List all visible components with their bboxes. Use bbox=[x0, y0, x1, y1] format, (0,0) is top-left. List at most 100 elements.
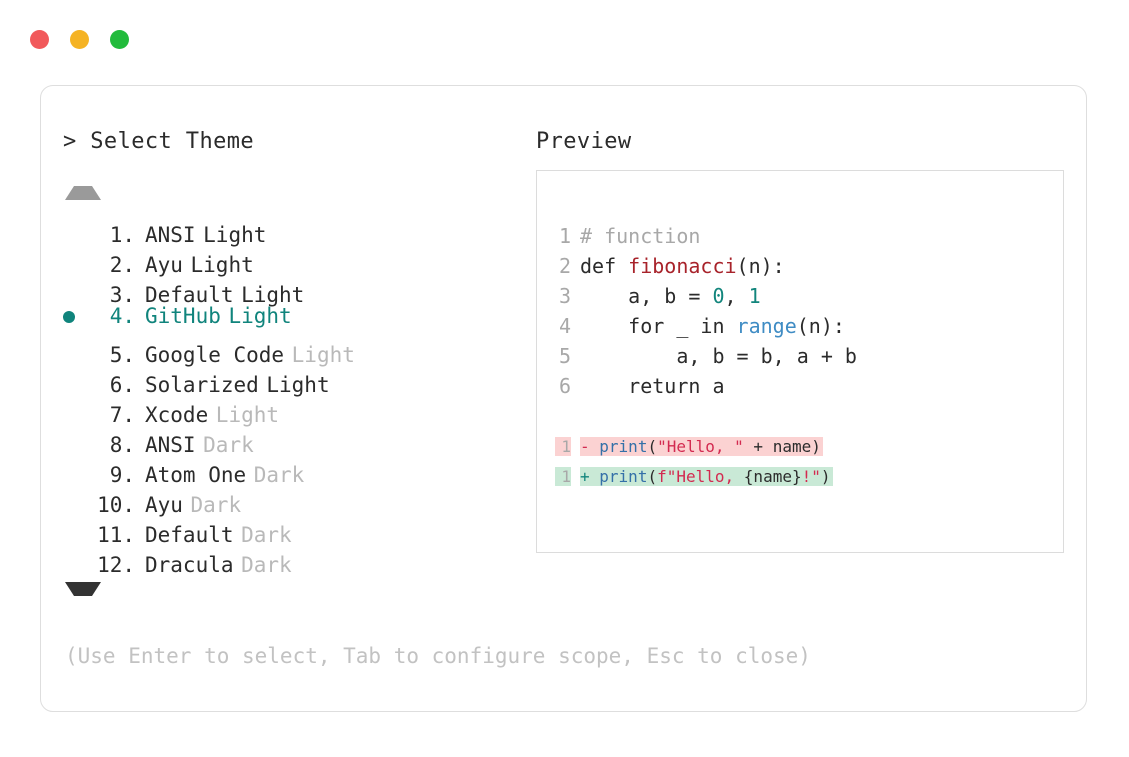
bullet-placeholder bbox=[63, 392, 89, 422]
code-line-text: return a bbox=[580, 371, 725, 401]
diff-marker: + bbox=[580, 466, 590, 486]
line-number: 3 bbox=[558, 284, 571, 308]
theme-list-title: > Select Theme bbox=[63, 129, 255, 154]
diff-marker: - bbox=[580, 436, 590, 456]
code-token: , bbox=[724, 284, 749, 308]
scroll-up-icon[interactable] bbox=[65, 170, 101, 200]
maximize-button[interactable] bbox=[110, 30, 129, 49]
theme-item-variant: Dark bbox=[253, 463, 305, 487]
code-token: ( bbox=[647, 436, 658, 456]
code-token: 0 bbox=[712, 284, 725, 308]
code-line: 3 a, b = 0, 1 bbox=[555, 281, 1057, 311]
code-token: f"Hello, bbox=[657, 466, 744, 486]
theme-item-name: Ayu bbox=[145, 493, 183, 517]
line-number: 6 bbox=[558, 374, 571, 398]
code-line-text: # function bbox=[580, 221, 700, 251]
theme-item-name: Default bbox=[145, 523, 234, 547]
theme-item-index: 12. bbox=[97, 553, 135, 577]
code-token: ) bbox=[820, 466, 831, 486]
code-token: # function bbox=[580, 224, 701, 248]
theme-item-index: 3. bbox=[109, 283, 135, 307]
line-number: 4 bbox=[558, 314, 571, 338]
code-token: !" bbox=[801, 466, 821, 486]
code-token: {name} bbox=[743, 466, 802, 486]
code-token: 1 bbox=[748, 284, 761, 308]
theme-item-name: ANSI bbox=[145, 433, 196, 457]
window-traffic-lights bbox=[30, 30, 129, 49]
code-area: 1 # function 2 def fibonacci(n):3 a, b = 0,… bbox=[555, 221, 1057, 491]
preview-code-box: 1 # function 2 def fibonacci(n):3 a, b = 0,… bbox=[536, 170, 1064, 553]
theme-item-variant: Light bbox=[291, 343, 355, 367]
code-token: (n): bbox=[736, 254, 785, 278]
theme-item-index: 1. bbox=[109, 223, 135, 247]
preview-title: Preview bbox=[536, 129, 632, 154]
code-token: print bbox=[599, 466, 648, 486]
theme-item-name: Xcode bbox=[145, 403, 209, 427]
theme-item-name: Solarized bbox=[145, 373, 259, 397]
selected-bullet-icon bbox=[63, 302, 89, 332]
code-token: return a bbox=[580, 374, 725, 398]
code-line: 2 def fibonacci(n): bbox=[555, 251, 1057, 281]
keyboard-hint: (Use Enter to select, Tab to configure s… bbox=[65, 644, 811, 668]
code-token: "Hello, " bbox=[657, 436, 744, 456]
theme-item-variant: Light bbox=[241, 283, 305, 307]
bullet-placeholder bbox=[63, 362, 89, 392]
theme-item-variant: Dark bbox=[241, 553, 292, 577]
code-token bbox=[590, 437, 600, 456]
theme-item-index: 5. bbox=[109, 343, 135, 367]
code-token: print bbox=[599, 436, 648, 456]
close-button[interactable] bbox=[30, 30, 49, 49]
theme-item-variant: Light bbox=[228, 304, 292, 328]
code-spacer bbox=[555, 401, 1057, 431]
code-line-text: for _ in range(n): bbox=[580, 311, 845, 341]
theme-list-item[interactable]: 11. Default Dark bbox=[63, 512, 523, 547]
theme-item-variant: Dark bbox=[241, 523, 292, 547]
code-line: 6 return a bbox=[555, 371, 1057, 401]
theme-item-index: 6. bbox=[109, 373, 135, 397]
code-token: ( bbox=[647, 466, 658, 486]
code-token: a, b = b, a + b bbox=[580, 344, 857, 368]
theme-list-item[interactable]: 6. Solarized Light bbox=[63, 362, 523, 397]
code-token: fibonacci bbox=[628, 254, 737, 278]
bullet-placeholder bbox=[63, 452, 89, 482]
code-line: 4 for _ in range(n): bbox=[555, 311, 1057, 341]
code-line: 5 a, b = b, a + b bbox=[555, 341, 1057, 371]
theme-item-variant: Light bbox=[266, 373, 330, 397]
line-number: 2 bbox=[558, 254, 571, 278]
code-token: range bbox=[736, 314, 797, 338]
bullet-placeholder bbox=[63, 542, 89, 572]
theme-item-index: 11. bbox=[97, 523, 135, 547]
bullet-placeholder bbox=[63, 482, 89, 512]
minimize-button[interactable] bbox=[70, 30, 89, 49]
line-number: 5 bbox=[558, 344, 571, 368]
theme-item-index: 4. bbox=[109, 304, 135, 328]
code-token: + name) bbox=[743, 436, 821, 456]
theme-item-index: 8. bbox=[109, 433, 135, 457]
theme-item-variant: Light bbox=[215, 403, 280, 427]
theme-list-item[interactable]: 12. Dracula Dark bbox=[63, 542, 523, 577]
theme-item-variant: Dark bbox=[190, 493, 242, 517]
code-token: (n): bbox=[796, 314, 845, 338]
bullet-placeholder bbox=[63, 272, 89, 302]
theme-item-index: 9. bbox=[109, 463, 135, 487]
bullet-placeholder bbox=[63, 422, 89, 452]
diff-line-text: - print("Hello, " + name) bbox=[580, 436, 823, 456]
scroll-down-icon[interactable] bbox=[65, 582, 101, 612]
code-line-text: def fibonacci(n): bbox=[580, 251, 785, 281]
diff-added-line: 1+ print(f"Hello, {name}!") bbox=[555, 461, 1057, 491]
code-token bbox=[590, 467, 600, 486]
theme-item-name: Dracula bbox=[145, 553, 234, 577]
